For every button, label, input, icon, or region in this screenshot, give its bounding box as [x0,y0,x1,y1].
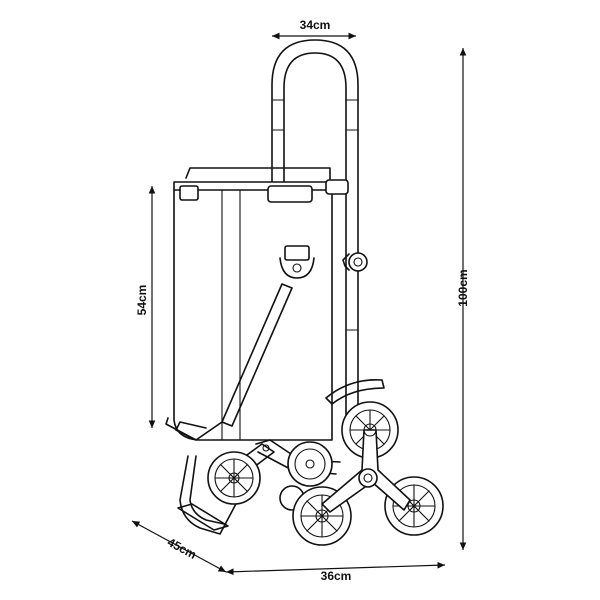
dimension-handle-width: 34cm [272,18,356,40]
dimension-total-height: 100cm [456,48,470,550]
front-stair-wheel [292,401,444,546]
dimension-label-total-height: 100cm [456,269,470,306]
trolley-support-leg [165,283,293,441]
trolley-bag [173,167,349,441]
rear-stair-wheel [207,441,333,511]
dimension-base-width: 36cm [225,561,446,583]
dimension-label-depth: 45cm [165,535,199,562]
dimension-label-bag-height: 54cm [135,285,149,316]
dimension-bag-height: 54cm [135,186,156,428]
trolley-mudguard [325,379,385,405]
dimension-label-base-width: 36cm [321,569,352,583]
frame-adjuster-knob [342,252,368,272]
trolley-handle [271,39,359,189]
dimension-label-handle-width: 34cm [300,18,331,32]
